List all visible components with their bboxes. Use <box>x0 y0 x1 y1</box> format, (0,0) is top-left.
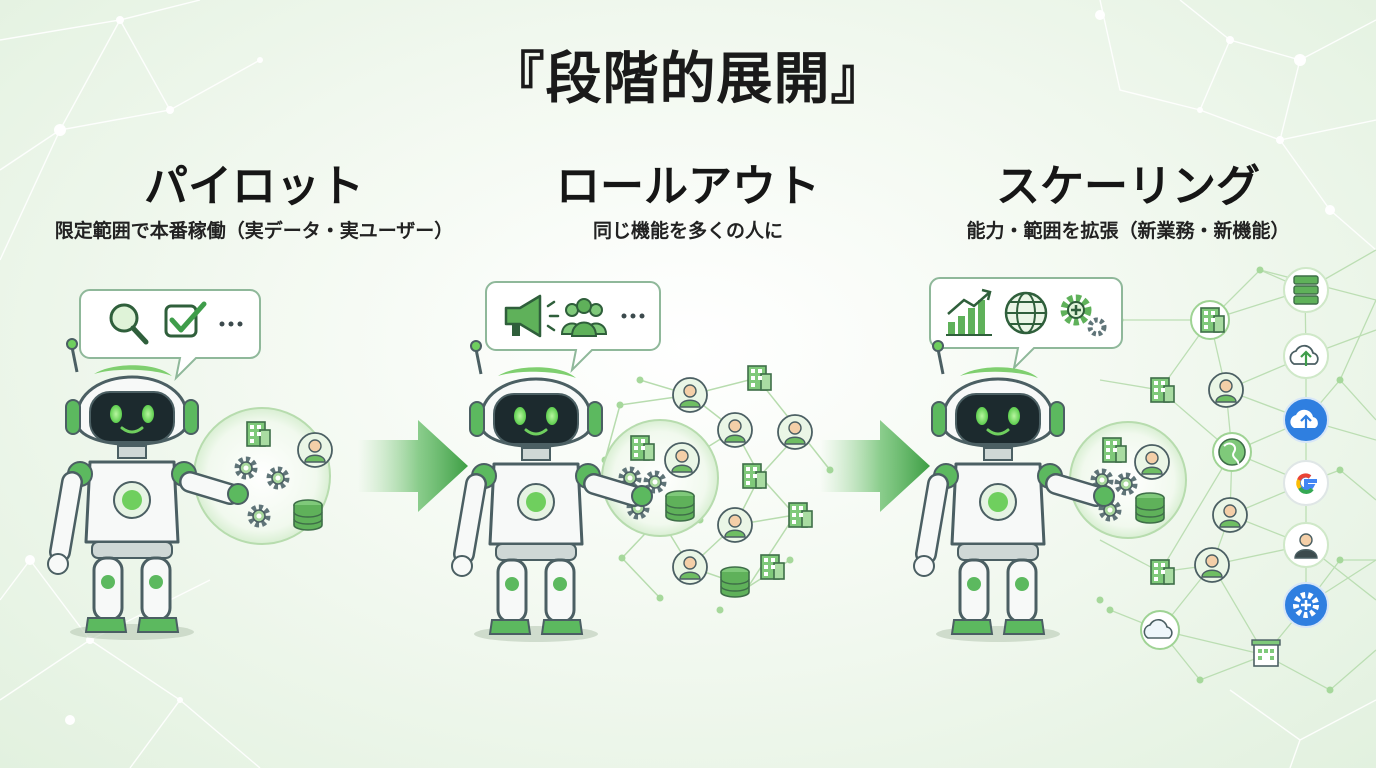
gear-icon <box>1283 582 1329 628</box>
ellipsis-icon <box>621 313 645 319</box>
page-title: 『段階的展開』 <box>488 47 888 112</box>
person-icon <box>1134 444 1170 480</box>
gear-icon <box>269 469 287 487</box>
person-icon <box>664 442 700 478</box>
magnifier-icon <box>109 303 149 345</box>
globe-icon <box>1004 291 1048 335</box>
stage-subtitle-rollout: 同じ機能を多くの人に <box>592 220 783 242</box>
person-icon <box>672 377 708 413</box>
google-icon <box>1283 460 1329 506</box>
gear-icon <box>250 507 268 525</box>
globe-icon <box>1212 432 1252 472</box>
cloud-upload-icon <box>1283 333 1329 379</box>
checkbox-icon <box>164 301 207 338</box>
robot-pilot <box>48 339 248 640</box>
database-icon <box>665 490 695 522</box>
stage-pilot <box>48 289 333 640</box>
person-icon <box>717 412 753 448</box>
robot-rollout <box>452 341 652 642</box>
building-icon <box>788 502 813 528</box>
person-icon <box>297 432 333 468</box>
stage-scaling <box>914 249 1376 694</box>
stage-subtitle-scaling: 能力・範囲を拡張（新業務・新機能） <box>966 220 1290 242</box>
building-icon <box>1150 559 1175 585</box>
stage-rollout <box>452 281 834 642</box>
person-icon <box>717 507 753 543</box>
stage-title-scaling: スケーリング <box>996 161 1260 212</box>
database-icon <box>293 499 323 531</box>
megaphone-icon <box>504 294 560 338</box>
stage-subtitle-pilot: 限定範囲で本番稼働（実データ・実ユーザー） <box>54 220 454 242</box>
growth-chart-icon <box>946 288 992 336</box>
building-icon <box>742 463 767 489</box>
gear-icon <box>1117 475 1135 493</box>
building-icon <box>747 365 772 391</box>
person-icon <box>1283 522 1329 568</box>
cloud-upload-icon <box>1283 397 1329 443</box>
building-icon <box>1251 639 1281 667</box>
database-icon <box>1283 267 1329 313</box>
person-icon <box>672 549 708 585</box>
database-icon <box>720 566 750 598</box>
cloud-icon <box>1140 610 1180 650</box>
person-icon <box>1208 372 1244 408</box>
robot-scaling <box>914 341 1114 642</box>
database-icon <box>1135 492 1165 524</box>
building-icon <box>760 554 785 580</box>
arrow-right-icon <box>358 420 468 512</box>
arrow-right-icon <box>820 420 930 512</box>
person-icon <box>1212 497 1248 533</box>
gear-icon <box>237 459 255 477</box>
stage-title-pilot: パイロット <box>144 161 364 212</box>
building-icon <box>1150 377 1175 403</box>
gear-plus-icon <box>1060 294 1107 337</box>
person-icon <box>1194 547 1230 583</box>
ellipsis-icon <box>219 321 243 327</box>
person-icon <box>777 414 813 450</box>
group-icon <box>560 298 608 337</box>
stage-title-rollout: ロールアウト <box>556 161 820 212</box>
